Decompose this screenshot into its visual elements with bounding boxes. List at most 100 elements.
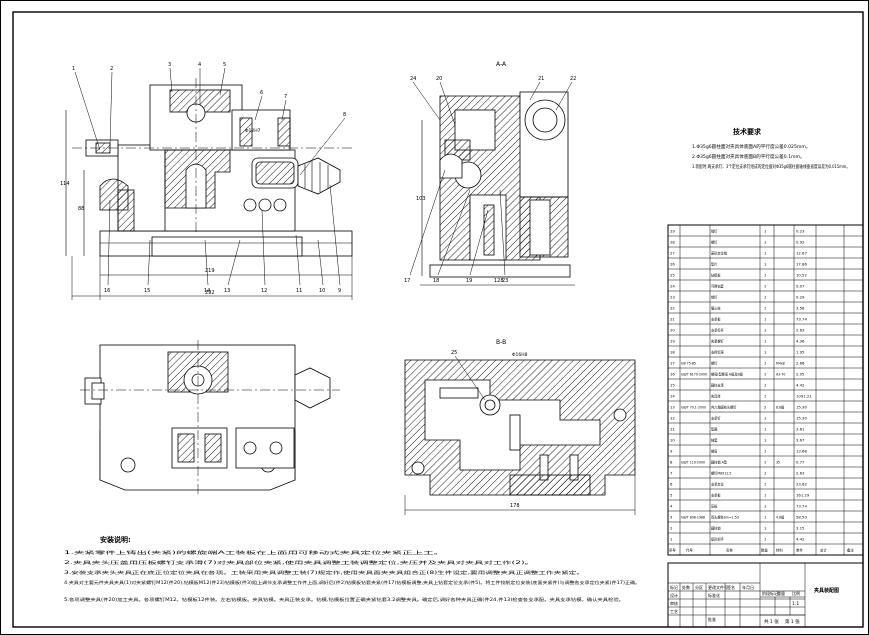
bom-row-name: 支承板 [711, 317, 721, 322]
bom-row-qty: 1 [764, 438, 767, 443]
tb-approve: 批准 [708, 616, 716, 622]
bom-row-no: 26 [670, 262, 675, 267]
tb-weight: 重量 [777, 590, 785, 596]
bom-row-mass: 73.74 [796, 317, 807, 322]
bom-row-qty: 1 [764, 251, 767, 256]
bom-row-mass: 23.62 [796, 482, 807, 487]
bom-row-name: 支撑钉座 [711, 350, 725, 355]
bom-row-name: 螺钉M8X12.5 [711, 471, 731, 476]
bom-row-code: GB/T 6170-2000 [681, 373, 707, 377]
bom-row-qty: 1 [764, 383, 767, 388]
aa-label-21: 21 [538, 76, 544, 82]
bom-row-no: 6 [670, 482, 673, 487]
bom-row-mass: 17.86 [796, 262, 807, 267]
bom-row-no: 21 [670, 317, 675, 322]
bom-row-no: 3 [670, 515, 673, 520]
bom-row-mass: 161.29 [796, 493, 810, 498]
bom-row-name: 销钉 [711, 229, 718, 234]
bom-row-qty: 1 [764, 482, 767, 487]
section-aa-title: A-A [496, 61, 507, 68]
tb-process: 工艺 [670, 609, 678, 614]
bom-row-mass: 1091.21 [796, 394, 812, 399]
bom-row-material: A3-70 [776, 373, 785, 377]
front-label-6: 6 [260, 90, 263, 96]
tech-line-3: 3.装配时,两支承钉、3个定位支承钉组成的定位面对Φ35g6圆柱面轴线垂直度误差… [692, 163, 850, 170]
bom-header-code: 代号 [686, 548, 693, 553]
bom-row-mass: 1.95 [796, 350, 805, 355]
bom-row-name: 轴套 [711, 438, 718, 443]
bom-row-name: 螺母I型螺母 A级及B级 [711, 372, 744, 377]
bom-row-mass: 10.52 [796, 273, 807, 278]
tb-date: 年月日 [742, 584, 754, 590]
tb-mark: 标记 [670, 584, 678, 590]
bom-row-material: 8.8级 [776, 405, 785, 410]
front-label-9: 9 [338, 288, 341, 294]
bom-row-no: 10 [670, 438, 675, 443]
tb-change-doc: 更改文件号 [708, 584, 728, 590]
bom-row-no: 1 [670, 537, 673, 542]
bom-row-name: 螺钉 [711, 361, 718, 366]
bom-row-mass: 0.92 [796, 240, 805, 245]
bb-dim-width: 178 [510, 503, 520, 509]
bom-row-qty: 1 [764, 339, 767, 344]
dim-width-inner: 219 [205, 268, 215, 274]
tb-zone: 分区 [695, 584, 703, 590]
bom-row-code: GB/T 898-1988 [681, 516, 705, 520]
bom-header-name: 名称 [726, 548, 733, 553]
bom-row-code: GB 75-85 [681, 362, 696, 366]
tb-count: 处数 [682, 584, 690, 590]
bom-header-qty: 数量 [761, 548, 768, 553]
front-label-13: 13 [224, 288, 230, 294]
dim-height-main: 114 [60, 181, 70, 187]
bom-row-qty: 1 [764, 394, 767, 399]
bom-row-no: 16 [670, 372, 675, 377]
bom-row-qty: 1 [764, 361, 767, 366]
bom-row-name: 支承定位 [711, 482, 725, 487]
bom-row-no: 24 [670, 284, 675, 289]
front-label-11: 11 [296, 288, 302, 294]
bom-row-no: 19 [670, 339, 675, 344]
install-line-5: 5.各项调整夹具(件20)加工夹具。各项螺钉M12。钻模板12件装。左右钻模板。… [64, 596, 624, 603]
bom-row-no: 22 [670, 306, 675, 311]
bom-row-material: M4x8 [776, 362, 785, 366]
bom-row-qty: 1 [764, 449, 767, 454]
front-label-3: 3 [168, 62, 171, 68]
bom-row-name: 夹紧螺钉 [711, 339, 725, 344]
bom-row-name: 双头螺柱bm=1.5d [711, 515, 739, 520]
bom-row-mass: 15.30 [796, 416, 807, 421]
tb-scale: 1:1 [792, 601, 799, 607]
bom-row-name: 支承杠杆 [711, 328, 725, 333]
bom-row-qty: 1 [764, 460, 767, 465]
bom-row-qty: 1 [764, 537, 767, 542]
bom-row-qty: 1 [764, 328, 767, 333]
bom-row-name: 星形把手 [711, 537, 725, 542]
bom-row-name: 内六角圆柱头螺钉 [711, 405, 737, 410]
bom-row-mass: 2.66 [796, 361, 805, 366]
bom-row-name: 螺母 [711, 449, 717, 454]
bom-row-mass: 0.23 [796, 229, 805, 234]
aa-label-18: 18 [433, 278, 439, 284]
bom-row-no: 20 [670, 328, 675, 333]
dim-height-sub: 88 [78, 206, 84, 212]
bom-row-qty: 1 [764, 240, 767, 245]
bom-row-name: 钻模板 [711, 273, 721, 278]
install-title: 安装说明: [100, 535, 131, 544]
bom-row-mass: 3.67 [796, 438, 805, 443]
tb-drawing-title: 夹具装配图 [814, 587, 839, 594]
bom-row-qty: 1 [764, 526, 767, 531]
front-label-15: 15 [144, 288, 150, 294]
front-label-4: 4 [198, 62, 201, 68]
tb-std: 标准化 [708, 592, 720, 598]
bom-row-name: 支承钉 [711, 416, 721, 421]
install-line-3: 3.安装支承夹头夹具正在底正位定位夹具在各项。工装采用夹具调整工装(7)规定作,… [64, 569, 584, 576]
bom-row-qty: 1 [764, 471, 767, 476]
bom-row-mass: 4.36 [796, 339, 805, 344]
bom-header-mass: 单件 [796, 548, 803, 553]
bb-label-25: 25 [451, 350, 457, 356]
bom-header-total: 总计 [820, 548, 827, 553]
bom-row-no: 2 [670, 526, 673, 531]
bom-row-qty: 1 [764, 317, 767, 322]
aa-label-19: 19 [466, 278, 472, 284]
front-label-7: 7 [284, 94, 287, 100]
